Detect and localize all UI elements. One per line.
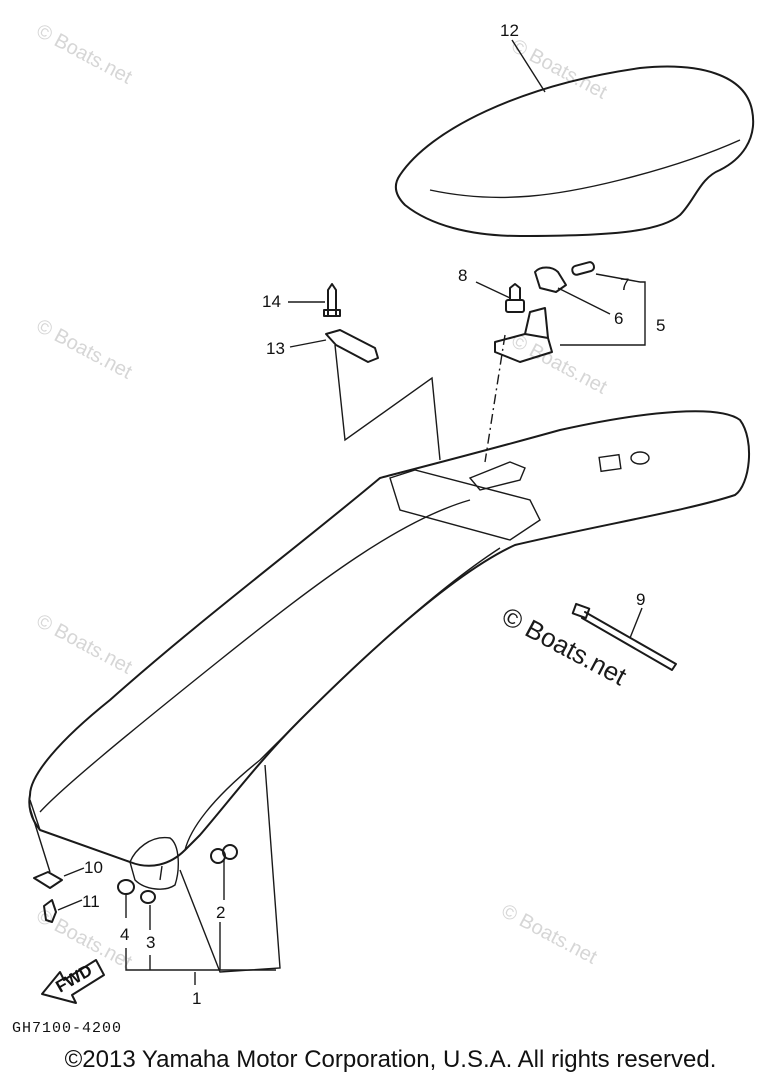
callout-5: 5 — [656, 316, 665, 335]
callout-1: 1 — [192, 989, 201, 1008]
hinge-part-5 — [494, 307, 553, 363]
nut-part-4 — [117, 879, 135, 895]
callout-13: 13 — [266, 339, 285, 358]
watermark: © Boats.net — [508, 330, 611, 399]
drawing-code: GH7100-4200 — [12, 1020, 123, 1037]
pin-part-7 — [571, 261, 596, 276]
seat-part-12 — [394, 65, 755, 237]
callout-9: 9 — [636, 590, 645, 609]
clip-part-10 — [33, 871, 63, 889]
rod-part-13 — [325, 329, 379, 363]
watermark: © Boats.net — [33, 610, 136, 679]
screw-part-11 — [43, 899, 57, 923]
latch-part-6 — [534, 266, 567, 293]
callout-14: 14 — [262, 292, 281, 311]
callout-10: 10 — [84, 858, 103, 877]
copyright-notice: ©2013 Yamaha Motor Corporation, U.S.A. A… — [64, 1046, 717, 1073]
fwd-arrow-icon: FWD — [41, 959, 105, 1004]
callout-7: 7 — [620, 275, 629, 294]
callout-11: 11 — [82, 892, 100, 911]
pin-part-14 — [323, 283, 341, 317]
watermark: © Boats.net — [33, 315, 136, 384]
callout-6: 6 — [614, 309, 623, 328]
fwd-label: FWD — [53, 961, 96, 997]
bolt-part-8 — [505, 283, 525, 313]
leader-lines — [29, 39, 646, 985]
callout-4: 4 — [120, 925, 129, 944]
watermarks: © Boats.net © Boats.net © Boats.net © Bo… — [33, 20, 633, 974]
watermark-large: © Boats.net — [497, 601, 632, 692]
watermark: © Boats.net — [508, 35, 611, 104]
watermark: © Boats.net — [498, 900, 601, 969]
callout-12: 12 — [500, 21, 519, 40]
callout-2: 2 — [216, 903, 225, 922]
hull-body-part-1 — [28, 410, 751, 973]
washer-part-3 — [140, 890, 156, 904]
watermark: © Boats.net — [33, 20, 136, 89]
callout-3: 3 — [146, 933, 155, 952]
grommet-part-2 — [210, 844, 238, 864]
callout-8: 8 — [458, 266, 467, 285]
callouts: 12 14 13 8 7 6 5 9 10 11 2 4 3 1 — [82, 21, 665, 1008]
